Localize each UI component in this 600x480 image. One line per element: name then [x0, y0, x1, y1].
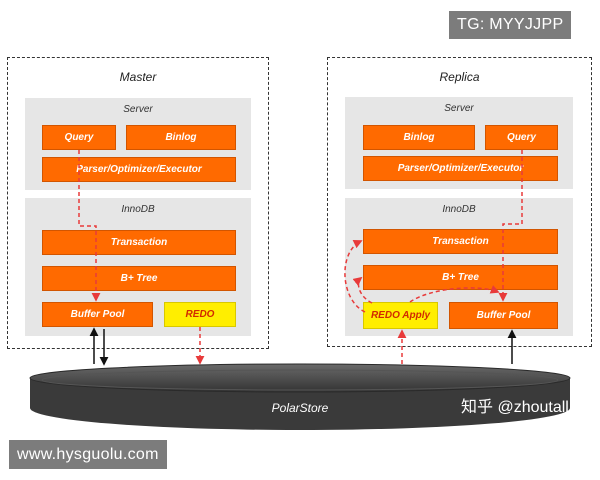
- replica-title: Replica: [439, 70, 480, 84]
- master-server-title: Server: [123, 104, 153, 115]
- master-redo-block: REDO: [164, 302, 236, 327]
- replica-redo-apply-block: REDO Apply: [363, 302, 438, 329]
- replica-transaction-block: Transaction: [363, 229, 558, 254]
- master-parser-block: Parser/Optimizer/Executor: [42, 157, 236, 182]
- zhihu-watermark: 知乎 @zhoutall: [461, 399, 569, 416]
- replica-btree-block: B+ Tree: [363, 265, 558, 290]
- polarstore-disk-top: [29, 363, 571, 393]
- replica-parser-block: Parser/Optimizer/Executor: [363, 156, 558, 181]
- master-btree-block: B+ Tree: [42, 266, 236, 291]
- replica-server-title: Server: [444, 103, 474, 114]
- top-watermark: TG: MYYJJPP: [449, 11, 572, 39]
- replica-innodb-title: InnoDB: [442, 204, 476, 215]
- replica-buffer-pool-block: Buffer Pool: [449, 302, 558, 329]
- polarstore-label: PolarStore: [271, 401, 329, 415]
- master-binlog-block: Binlog: [126, 125, 236, 150]
- master-transaction-block: Transaction: [42, 230, 236, 255]
- master-innodb-title: InnoDB: [121, 204, 155, 215]
- master-buffer-pool-block: Buffer Pool: [42, 302, 153, 327]
- replica-binlog-block: Binlog: [363, 125, 475, 150]
- replica-query-block: Query: [485, 125, 558, 150]
- master-query-block: Query: [42, 125, 116, 150]
- polarstore-disk-rim: [41, 369, 559, 391]
- master-title: Master: [119, 70, 157, 84]
- bottom-watermark: www.hysguolu.com: [9, 440, 167, 469]
